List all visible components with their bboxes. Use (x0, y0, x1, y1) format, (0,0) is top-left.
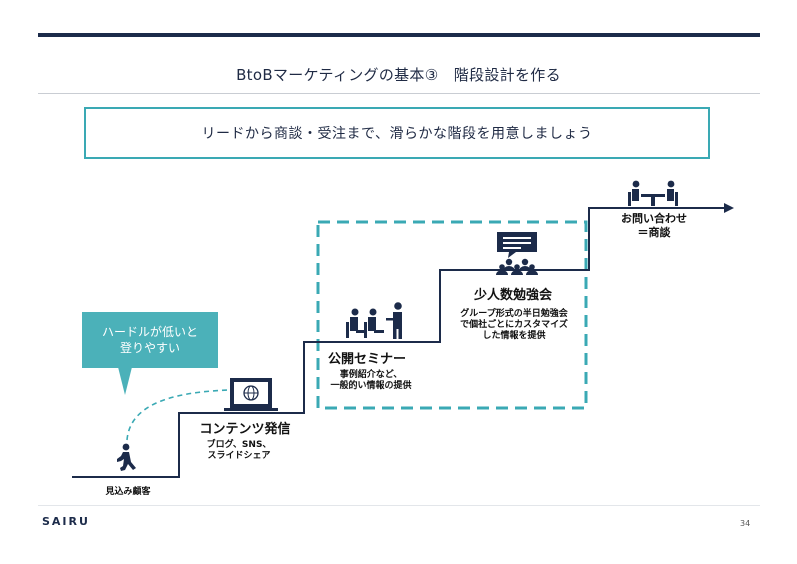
step-desc-study-group: グループ形式の半日勉強会 で個社ごとにカスタマイズ した情報を提供 (460, 309, 568, 341)
callout-text: ハードルが低いと 登りやすい (101, 325, 198, 355)
step-desc-content: ブログ、SNS、 スライドシェア (206, 440, 272, 461)
staircase-line (72, 207, 726, 478)
title-divider (38, 93, 760, 94)
small-group-chat-icon (496, 232, 538, 275)
lead-message: リードから商談・受注まで、滑らかな階段を用意しましょう (201, 126, 593, 142)
dashed-path-line (126, 389, 231, 441)
lead-message-box: リードから商談・受注まで、滑らかな階段を用意しましょう (84, 107, 710, 159)
callout-bubble: ハードルが低いと 登りやすい (82, 312, 218, 368)
meeting-table-icon (628, 180, 678, 206)
page-number: 34 (740, 519, 751, 528)
step-desc-seminar: 事例紹介など、 一般的い情報の提供 (330, 370, 412, 391)
walking-person-icon (117, 443, 136, 471)
highlight-dashed-frame (316, 220, 588, 410)
step-title-content: コンテンツ発信 (199, 422, 291, 437)
step-title-seminar: 公開セミナー (327, 352, 406, 367)
slide-title: BtoBマーケティングの基本③ 階段設計を作る (236, 66, 561, 84)
step-title-study-group: 少人数勉強会 (473, 288, 552, 303)
step-label-prospect: 見込み顧客 (105, 487, 151, 497)
top-accent-bar (38, 33, 760, 37)
step-title-inquiry: お問い合わせ ＝商談 (621, 212, 687, 239)
arrow-head (724, 203, 734, 213)
laptop-globe-icon (224, 378, 278, 411)
brand-logo: SAIRU (42, 515, 90, 528)
callout-pointer (118, 367, 132, 395)
footer-divider (38, 505, 760, 506)
seminar-audience-icon (346, 302, 402, 339)
